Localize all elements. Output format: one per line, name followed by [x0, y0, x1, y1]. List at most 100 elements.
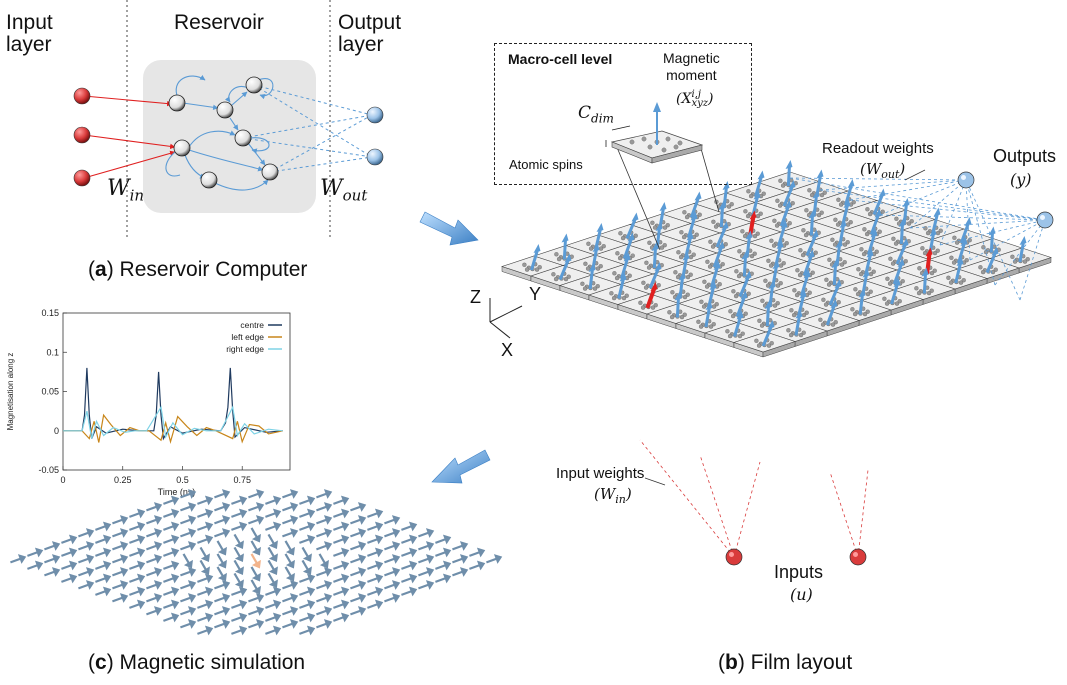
spin-arrow	[418, 580, 435, 590]
spin-arrow-shape	[267, 546, 278, 563]
spin-arrow	[333, 599, 350, 610]
spin-arrow-shape	[180, 606, 197, 616]
atom-spin	[781, 261, 786, 266]
spin-arrow	[316, 489, 333, 499]
input-node-highlight	[853, 552, 858, 557]
spin-arrow-shape	[95, 534, 112, 545]
input-node-highlight	[729, 552, 734, 557]
input-line	[857, 469, 869, 558]
spin-arrow-shape	[163, 586, 180, 597]
spin-arrow	[112, 554, 129, 564]
x-tick-label: 0	[60, 475, 65, 485]
spin-arrow-shape	[282, 580, 299, 590]
spin-arrow-shape	[180, 619, 197, 629]
spin-arrow	[95, 560, 112, 571]
atom-spin	[894, 216, 899, 221]
moment-head	[745, 230, 753, 240]
moment-head	[901, 238, 909, 247]
atom-spin	[789, 308, 794, 313]
atom-spin	[791, 312, 797, 318]
atom-spin	[611, 295, 617, 301]
atom-spin	[646, 265, 652, 270]
moment-head	[592, 243, 600, 252]
spin-arrow	[265, 521, 282, 532]
atom-spin	[537, 265, 542, 270]
atom-spin	[893, 241, 899, 246]
atom-spin	[954, 240, 960, 245]
readout-line	[789, 177, 1046, 221]
spin-arrow-shape	[367, 573, 384, 584]
spin-arrow-shape	[112, 515, 129, 525]
moment-head	[753, 190, 761, 200]
magnetic-moment	[922, 273, 927, 294]
spin-arrow-shape	[367, 560, 384, 571]
atom-spin	[685, 274, 691, 280]
atom-spin	[707, 264, 713, 269]
input-w: (W	[594, 485, 616, 503]
spin-arrow	[265, 625, 282, 636]
atom-spin	[803, 232, 809, 238]
readout-line	[819, 189, 1046, 221]
atom-spin	[786, 328, 791, 333]
input-weight-lines	[83, 95, 176, 179]
magnetic-moment	[809, 215, 814, 236]
moment-head	[776, 240, 784, 249]
input-line	[733, 461, 761, 558]
spin-arrow	[367, 599, 384, 610]
spin-arrow-shape	[350, 593, 367, 603]
inset-moment-head	[653, 102, 661, 112]
atom-spin	[926, 290, 932, 296]
spin-arrow-shape	[299, 625, 316, 636]
spin-arrow	[316, 580, 333, 590]
spin-arrow-shape	[299, 612, 316, 623]
spin-arrow	[401, 521, 418, 532]
magnetic-moment	[954, 262, 962, 284]
magnetic-moment	[892, 263, 903, 285]
spin-arrow	[199, 559, 210, 576]
spin-arrow	[282, 528, 299, 538]
atom-spin	[749, 253, 755, 259]
spin-arrow	[146, 606, 163, 616]
moment-head	[808, 209, 816, 219]
atom-spin	[588, 246, 594, 251]
spin-arrow-shape	[44, 541, 61, 551]
spin-arrow-shape	[214, 619, 231, 629]
spin-arrow-shape	[180, 580, 197, 590]
spin-arrow-shape	[231, 495, 248, 506]
output-node-highlight	[1040, 215, 1045, 220]
magnetic-moment	[761, 325, 773, 347]
atom-spin	[862, 227, 867, 232]
atom-spin	[961, 278, 966, 283]
spin-arrow-shape	[27, 560, 44, 571]
atom-spin	[993, 267, 998, 272]
atom-spin	[688, 254, 694, 260]
spin-arrow	[284, 553, 295, 569]
spin-arrow	[401, 560, 418, 571]
atom-spin	[652, 225, 658, 230]
atom-spin	[746, 291, 751, 296]
atom-spin	[763, 278, 768, 283]
magnetic-moment	[742, 256, 747, 277]
spin-arrow-shape	[367, 521, 384, 532]
spin-arrow-shape	[129, 521, 146, 532]
xyz-axes	[489, 298, 523, 339]
spin-arrow-shape	[78, 541, 95, 551]
atom-spin	[640, 305, 646, 310]
spin-arrow-shape	[316, 593, 333, 603]
spin-arrow	[350, 580, 367, 590]
inset-atom	[661, 147, 667, 153]
atom-spin	[601, 244, 606, 249]
atom-spin	[701, 304, 707, 309]
readout-line	[849, 199, 1046, 221]
spin-arrow-shape	[384, 554, 401, 564]
atom-spin	[662, 225, 668, 230]
spin-arrow-shape	[316, 528, 333, 538]
spin-arrow	[95, 573, 112, 584]
atom-spin	[778, 281, 783, 286]
atom-spin	[981, 245, 986, 250]
spin-arrow-shape	[180, 528, 197, 538]
moment-head	[705, 301, 713, 310]
atom-spin	[586, 241, 591, 246]
atom-spin	[929, 288, 934, 293]
spin-arrow	[350, 502, 367, 512]
